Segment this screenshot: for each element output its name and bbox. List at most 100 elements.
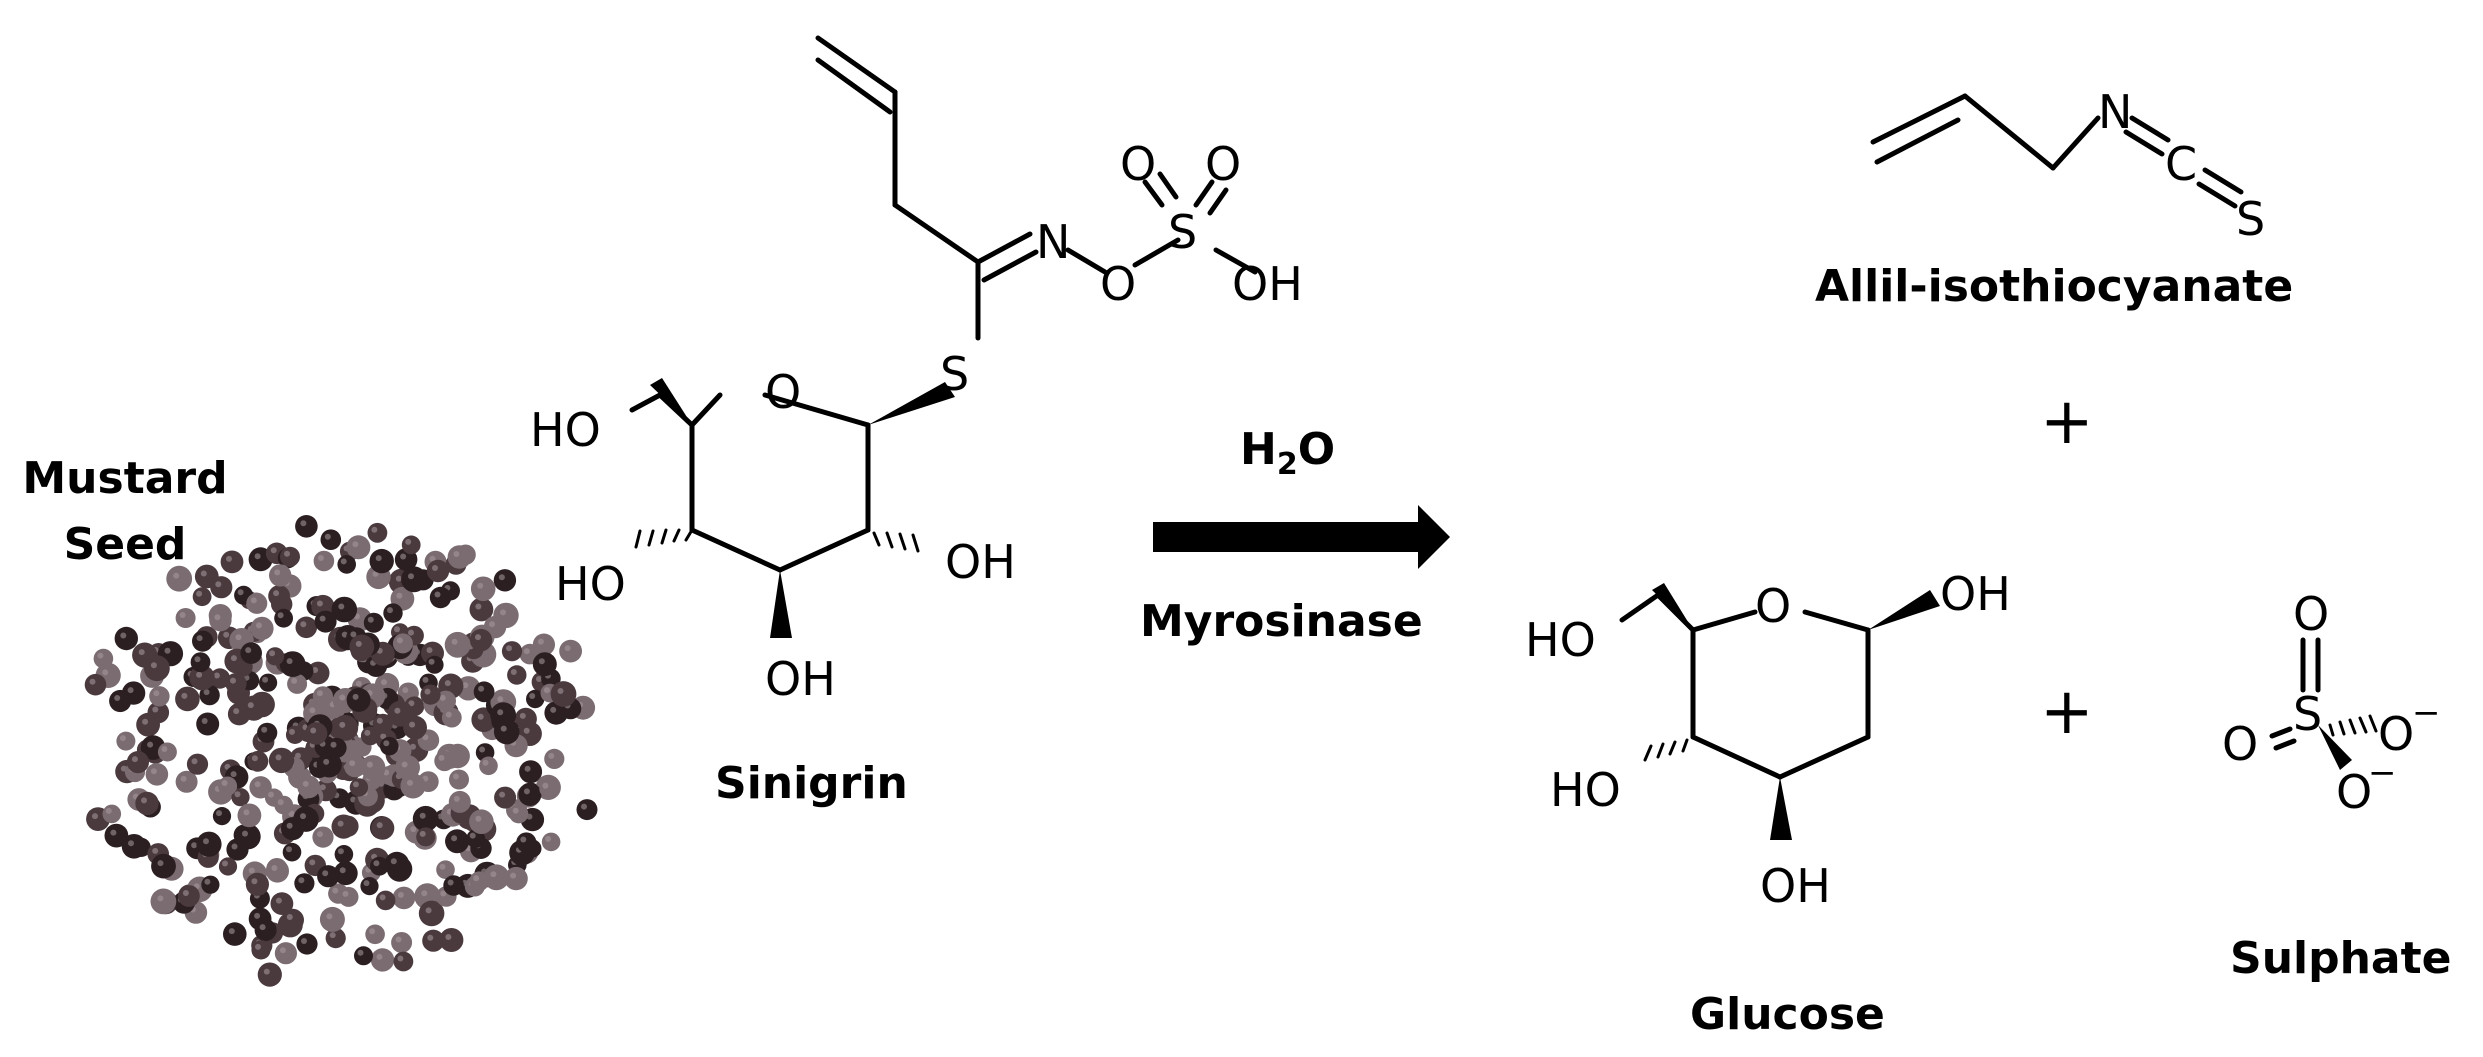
mustard-label-line2: Seed	[63, 519, 187, 570]
mustard-seed	[576, 799, 598, 821]
mustard-seed	[189, 665, 215, 691]
mustard-seed-highlight	[536, 676, 542, 682]
mustard-seed-highlight	[538, 658, 545, 665]
mustard-seed-highlight	[222, 860, 228, 867]
mustard-seed	[210, 576, 233, 599]
reagent-subscript: 2	[1276, 446, 1298, 482]
mustard-seed	[178, 885, 200, 907]
mustard-seed-highlight	[332, 887, 339, 894]
mustard-seed-highlight	[251, 878, 258, 885]
mustard-seed-highlight	[286, 846, 292, 853]
mustard-seed-highlight	[545, 835, 552, 842]
mustard-seed-highlight	[254, 781, 261, 788]
mustard-seed	[316, 752, 342, 778]
mustard-seed-highlight	[261, 726, 268, 733]
mustard-seed-highlight	[251, 755, 258, 762]
mustard-seed-highlight	[234, 791, 241, 798]
mustard-seed	[220, 550, 244, 574]
mustard-seed-highlight	[243, 809, 250, 816]
mustard-seed-highlight	[529, 693, 536, 699]
mustard-seed-highlight	[230, 677, 236, 684]
reagent-o: O	[1297, 424, 1336, 475]
mustard-seed-highlight	[147, 741, 154, 748]
mustard-seed	[384, 851, 410, 877]
mustard-seed	[109, 689, 132, 713]
mustard-seed-highlight	[337, 848, 344, 855]
mustard-seed-highlight	[277, 799, 284, 806]
mustard-seed	[319, 906, 345, 932]
mustard-seed-highlight	[120, 632, 127, 639]
mustard-seed-highlight	[262, 676, 269, 683]
glucose-HO-left: HO	[1550, 763, 1621, 817]
mustard-seed	[192, 630, 214, 652]
glucose-hashes	[1643, 738, 1689, 762]
mustard-seed-highlight	[286, 822, 293, 829]
glucose-ring-O: O	[1755, 579, 1791, 633]
mustard-seed-highlight	[428, 658, 435, 665]
mustard-seed-highlight	[432, 565, 438, 571]
mustard-seed-highlight	[114, 695, 121, 701]
mustard-seed-highlight	[248, 867, 255, 874]
mustard-seed-highlight	[381, 679, 387, 686]
mustard-seed	[333, 861, 358, 886]
mustard-seed	[559, 639, 582, 663]
mustard-seed-highlight	[216, 810, 222, 817]
mustard-seed-highlight	[119, 735, 126, 742]
mustard-seed	[331, 596, 358, 623]
mustard-seed	[349, 634, 375, 660]
mustard-seed-highlight	[309, 859, 316, 866]
mustard-seed	[445, 829, 470, 854]
mustard-seed-highlight	[286, 914, 293, 920]
mustard-seed-highlight	[322, 870, 329, 877]
mustard-seed-highlight	[445, 711, 452, 718]
sinigrin-HO-top: HO	[530, 403, 601, 457]
mustard-seed	[313, 550, 335, 572]
mustard-seed-highlight	[410, 826, 417, 833]
mustard-seed	[269, 564, 292, 587]
mustard-seed-highlight	[364, 729, 371, 736]
mustard-seed-highlight	[387, 607, 393, 614]
mustard-seed-highlight	[523, 727, 530, 734]
mustard-seed-highlight	[182, 890, 189, 896]
mustard-seed	[295, 515, 318, 538]
mustard-seed-highlight	[324, 533, 331, 540]
mustard-seed-highlight	[367, 616, 374, 623]
mustard-seed	[312, 826, 334, 848]
mustard-seed-highlight	[338, 603, 345, 610]
mustard-seed-highlight	[300, 813, 306, 820]
mustard-seed-highlight	[245, 647, 252, 654]
mustard-seed-highlight	[372, 570, 379, 577]
mustard-seed-highlight	[161, 746, 168, 752]
mustard-seed-highlight	[230, 771, 237, 778]
mustard-seed-highlight	[270, 547, 277, 554]
sinigrin-OH-right: OH	[945, 535, 1016, 589]
sinigrin-OH-sulfonyl: OH	[1232, 257, 1303, 311]
mustard-seed-highlight	[89, 678, 96, 685]
mustard-seed-highlight	[235, 634, 242, 641]
mustard-seed-highlight	[310, 727, 317, 734]
mustard-seed-highlight	[250, 597, 257, 604]
mustard-seed-highlight	[181, 692, 188, 699]
mustard-seed-highlight	[421, 890, 428, 897]
mustard-seed-highlight	[105, 807, 112, 814]
mustard-seed-highlight	[366, 761, 373, 768]
sinigrin-S-sulfonyl: S	[1168, 205, 1197, 259]
mustard-seed-highlight	[363, 880, 370, 887]
mustard-seed-highlight	[213, 672, 220, 679]
mustard-seed-highlight	[342, 890, 349, 897]
mustard-seed	[493, 569, 517, 592]
mustard-seed-highlight	[451, 638, 458, 645]
mustard-seed-highlight	[439, 863, 446, 870]
mustard-seed-highlight	[542, 782, 549, 789]
mustard-seed	[135, 791, 159, 816]
mustard-seed-highlight	[319, 615, 326, 622]
mustard-seed	[254, 919, 277, 942]
mustard-seed	[235, 823, 261, 850]
mustard-seed-highlight	[357, 949, 364, 956]
mustard-seed-highlight	[153, 690, 160, 697]
mustard-seed-highlight	[152, 847, 159, 854]
mustard-seed	[370, 948, 395, 972]
mustard-seed-highlight	[401, 761, 408, 768]
mustard-seed-highlight	[352, 693, 359, 700]
mustard-seed-highlight	[275, 897, 282, 904]
